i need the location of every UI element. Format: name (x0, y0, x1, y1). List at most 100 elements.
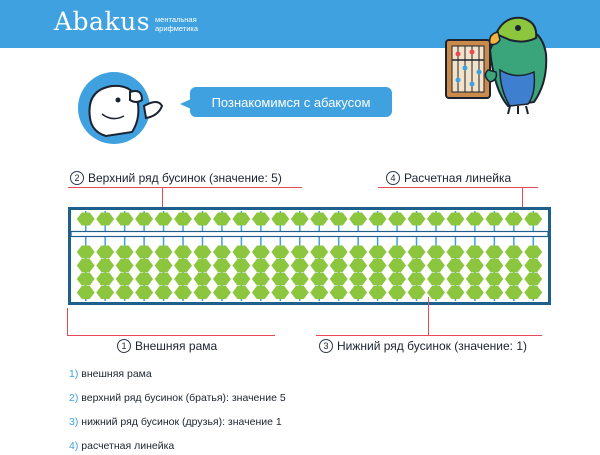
lower-bead (310, 245, 329, 259)
lower-bead (349, 259, 368, 272)
lower-bead (135, 259, 154, 272)
abacus-illustration (68, 207, 551, 305)
lower-bead (174, 245, 192, 259)
callout-underline (316, 335, 542, 336)
callout-label: Нижний ряд бусинок (значение: 1) (337, 339, 528, 353)
lower-bead (349, 272, 368, 286)
lower-bead (446, 286, 465, 299)
lower-bead (271, 259, 290, 272)
upper-bead (446, 212, 465, 226)
upper-bead (504, 212, 523, 226)
lower-bead (407, 245, 426, 259)
lower-bead (388, 272, 407, 286)
legend-item: 4) расчетная линейка (69, 440, 175, 452)
callout-beam: 4 Расчетная линейка (386, 171, 511, 185)
lower-bead (329, 286, 348, 299)
callout-underline (67, 335, 275, 336)
upper-bead (174, 212, 192, 226)
lower-bead (524, 272, 543, 286)
upper-bead (271, 212, 290, 226)
lower-bead (154, 259, 173, 272)
lower-bead (290, 286, 309, 299)
lower-bead (329, 272, 348, 286)
lower-bead (135, 286, 154, 299)
legend-list: 1) внешняя рама 2) верхний ряд бусинок (… (69, 367, 469, 455)
lower-bead (212, 272, 231, 286)
upper-bead (290, 212, 309, 226)
upper-bead (96, 212, 115, 226)
lower-bead (212, 245, 231, 259)
tagline-line-2: арифметика (155, 24, 199, 33)
lower-bead (368, 259, 387, 272)
lower-bead (368, 272, 387, 286)
lower-bead (465, 259, 484, 272)
lower-bead (115, 245, 134, 259)
lower-bead (485, 245, 504, 259)
pointer-line (67, 308, 68, 335)
lower-bead (193, 259, 212, 272)
upper-bead (232, 212, 251, 226)
lower-bead (135, 245, 154, 259)
upper-bead (193, 212, 212, 226)
lower-bead (310, 286, 329, 299)
lower-bead (290, 272, 309, 286)
upper-bead (427, 212, 445, 226)
upper-bead (212, 212, 231, 226)
lower-bead (446, 259, 465, 272)
callout-underline (68, 187, 302, 188)
lower-bead (76, 272, 95, 286)
lower-bead (524, 286, 543, 299)
lower-bead (251, 286, 270, 299)
lower-bead (465, 245, 484, 259)
lower-bead (174, 272, 192, 286)
lower-bead (174, 286, 192, 299)
lower-bead (329, 245, 348, 259)
lower-bead (310, 259, 329, 272)
upper-bead (349, 212, 368, 226)
lower-bead (232, 259, 251, 272)
brand-logo[interactable]: Abakus (54, 7, 151, 36)
lower-bead (290, 259, 309, 272)
lower-bead (251, 259, 270, 272)
upper-bead (407, 212, 426, 226)
lower-bead (232, 286, 251, 299)
lower-bead (388, 245, 407, 259)
speech-bubble-text: Познакомимся с абакусом (211, 94, 371, 110)
lower-bead (524, 245, 543, 259)
callout-number: 3 (319, 339, 333, 353)
legend-item: 2) верхний ряд бусинок (братья): значени… (69, 392, 286, 404)
upper-bead (251, 212, 270, 226)
lower-bead (115, 286, 134, 299)
callout-lower-row: 3 Нижний ряд бусинок (значение: 1) (319, 339, 527, 353)
lower-bead (349, 286, 368, 299)
lower-bead (193, 286, 212, 299)
lower-bead (446, 245, 465, 259)
lower-bead (212, 286, 231, 299)
upper-bead (368, 212, 387, 226)
lower-bead (504, 286, 523, 299)
lower-bead (212, 259, 231, 272)
lower-bead (388, 259, 407, 272)
lower-bead (193, 245, 212, 259)
lower-bead (271, 245, 290, 259)
lower-bead (446, 272, 465, 286)
callout-number: 4 (386, 171, 400, 185)
callout-frame: 1 Внешняя рама (117, 339, 217, 353)
upper-bead (524, 212, 543, 226)
lower-bead (465, 286, 484, 299)
header-bar: Abakus ментальная арифметика (0, 0, 600, 48)
lower-bead (388, 286, 407, 299)
lower-bead (96, 286, 115, 299)
upper-bead (465, 212, 484, 226)
tagline-line-1: ментальная (155, 15, 197, 24)
lower-bead (232, 272, 251, 286)
lower-bead (232, 245, 251, 259)
character-avatar-icon (78, 72, 164, 144)
lower-bead (504, 272, 523, 286)
lower-bead (524, 259, 543, 272)
legend-item: 1) внешняя рама (69, 368, 152, 380)
lower-bead (96, 272, 115, 286)
abacus-beam (70, 230, 549, 238)
lower-bead (115, 259, 134, 272)
upper-bead (154, 212, 173, 226)
